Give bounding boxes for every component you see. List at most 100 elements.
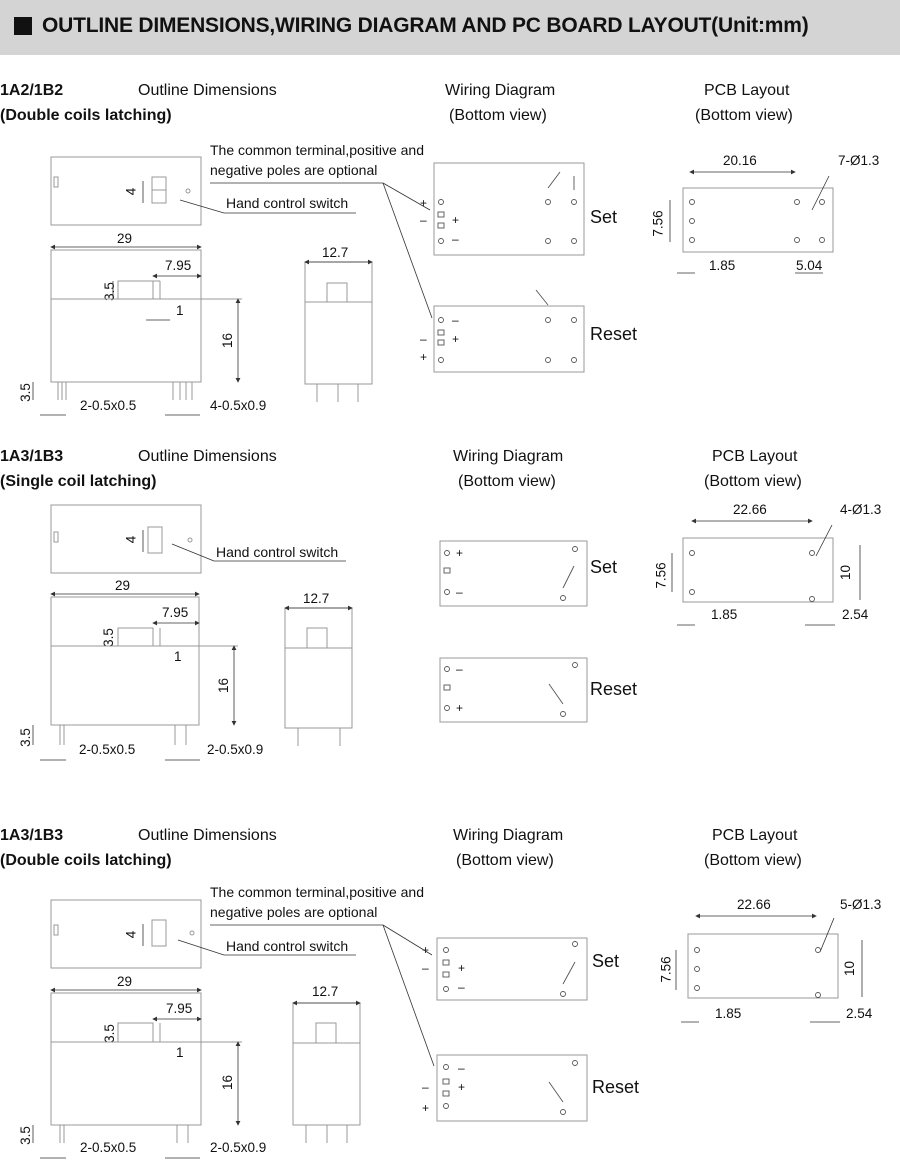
minus-sign: – (452, 232, 459, 246)
top-view-outline (50, 156, 202, 226)
pcb-right-offset: 2.54 (846, 1006, 873, 1021)
minus-sign: – (458, 980, 465, 994)
front-view-outline (50, 596, 200, 726)
plus-sign: + (422, 943, 430, 957)
pcb-length: 22.66 (733, 502, 767, 517)
plus-sign: + (458, 1080, 466, 1094)
end-view-outline (284, 607, 353, 729)
plus-sign: + (422, 1101, 430, 1115)
pcb-left-offset: 1.85 (715, 1006, 742, 1021)
minus-sign: – (422, 1080, 429, 1094)
hand-switch-label: Hand control switch (216, 544, 339, 560)
set-wiring-box (433, 162, 585, 256)
pcb-right-offset: 2.54 (842, 607, 869, 622)
dim-pins-left: 2-0.5x0.5 (80, 1140, 137, 1155)
reset-wiring-box (436, 1054, 588, 1122)
plus-sign: + (456, 546, 464, 560)
dim-7-95: 7.95 (166, 1001, 193, 1016)
hand-switch-label: Hand control switch (226, 195, 349, 211)
minus-sign: – (420, 213, 427, 227)
minus-sign: – (458, 1061, 465, 1075)
dim-pins-right: 2-0.5x0.9 (207, 742, 264, 757)
plus-sign: + (420, 350, 428, 364)
dim-depth: 12.7 (303, 591, 330, 606)
pcb-left-offset: 1.85 (709, 258, 736, 273)
optional-note-line2: negative poles are optional (210, 904, 378, 920)
pcb-length: 22.66 (737, 897, 771, 912)
minus-sign: – (452, 313, 459, 327)
dim-7-95: 7.95 (165, 258, 192, 273)
dim-depth: 12.7 (322, 245, 349, 260)
dim-7-95: 7.95 (162, 605, 189, 620)
end-view-outline (304, 261, 373, 402)
optional-note-line2: negative poles are optional (210, 162, 378, 178)
optional-note-line1: The common terminal,positive and (210, 142, 424, 158)
minus-sign: – (420, 332, 427, 346)
coil-type-label: (Double coils latching) (0, 107, 172, 124)
plus-sign: + (420, 196, 428, 210)
dim-pins-right: 2-0.5x0.9 (210, 1140, 267, 1155)
pcb-outline (682, 187, 834, 253)
outline-title: Outline Dimensions (138, 82, 277, 99)
dim-pins-right: 4-0.5x0.9 (210, 398, 267, 413)
pcb-subtitle: (Bottom view) (704, 473, 802, 490)
plus-sign: + (452, 213, 460, 227)
set-wiring-box (439, 540, 588, 607)
set-label: Set (590, 557, 618, 577)
outline-title: Outline Dimensions (138, 448, 277, 465)
set-wiring-box (436, 937, 588, 1001)
pcb-title: PCB Layout (712, 448, 798, 465)
pcb-outline (687, 933, 839, 999)
dim-1: 1 (176, 303, 184, 318)
wiring-subtitle: (Bottom view) (458, 473, 556, 490)
dim-width: 29 (117, 231, 133, 246)
section-header: OUTLINE DIMENSIONS,WIRING DIAGRAM AND PC… (0, 0, 900, 55)
optional-note-line1: The common terminal,positive and (210, 884, 424, 900)
top-view-outline (50, 899, 202, 969)
front-view-outline (50, 992, 202, 1126)
wiring-subtitle: (Bottom view) (449, 107, 547, 124)
dim-1: 1 (176, 1045, 184, 1060)
pcb-right-offset: 5.04 (796, 258, 823, 273)
wiring-title: Wiring Diagram (453, 448, 564, 465)
reset-label: Reset (592, 1077, 640, 1097)
set-label: Set (592, 951, 620, 971)
header-square-icon (14, 17, 32, 35)
dim-1: 1 (174, 649, 182, 664)
dim-pins-left: 2-0.5x0.5 (79, 742, 136, 757)
dim-pins-left: 2-0.5x0.5 (80, 398, 137, 413)
coil-type-label: (Single coil latching) (0, 473, 157, 490)
model-label: 1A3/1B3 (0, 827, 64, 844)
pcb-title: PCB Layout (704, 82, 790, 99)
reset-wiring-box (433, 305, 585, 373)
minus-sign: – (456, 662, 463, 676)
outline-title: Outline Dimensions (138, 827, 277, 844)
plus-sign: + (458, 961, 466, 975)
plus-sign: + (452, 332, 460, 346)
dim-depth: 12.7 (312, 984, 339, 999)
plus-sign: + (456, 701, 464, 715)
pcb-left-offset: 1.85 (711, 607, 738, 622)
pcb-subtitle: (Bottom view) (704, 852, 802, 869)
front-view-outline (50, 249, 242, 400)
dim-width: 29 (115, 578, 131, 593)
minus-sign: – (422, 961, 429, 975)
minus-sign: – (456, 585, 463, 599)
hand-switch-label: Hand control switch (226, 938, 349, 954)
pcb-subtitle: (Bottom view) (695, 107, 793, 124)
reset-label: Reset (590, 679, 638, 699)
coil-type-label: (Double coils latching) (0, 852, 172, 869)
wiring-subtitle: (Bottom view) (456, 852, 554, 869)
model-label: 1A2/1B2 (0, 82, 64, 99)
model-label: 1A3/1B3 (0, 448, 64, 465)
pcb-holes: 7-Ø1.3 (838, 153, 880, 168)
top-view-outline (50, 504, 202, 574)
end-view-outline (292, 1002, 361, 1126)
reset-wiring-box (439, 657, 588, 723)
pcb-length: 20.16 (723, 153, 757, 168)
pcb-title: PCB Layout (712, 827, 798, 844)
set-label: Set (590, 207, 618, 227)
wiring-title: Wiring Diagram (445, 82, 556, 99)
section-title: OUTLINE DIMENSIONS,WIRING DIAGRAM AND PC… (42, 14, 809, 37)
